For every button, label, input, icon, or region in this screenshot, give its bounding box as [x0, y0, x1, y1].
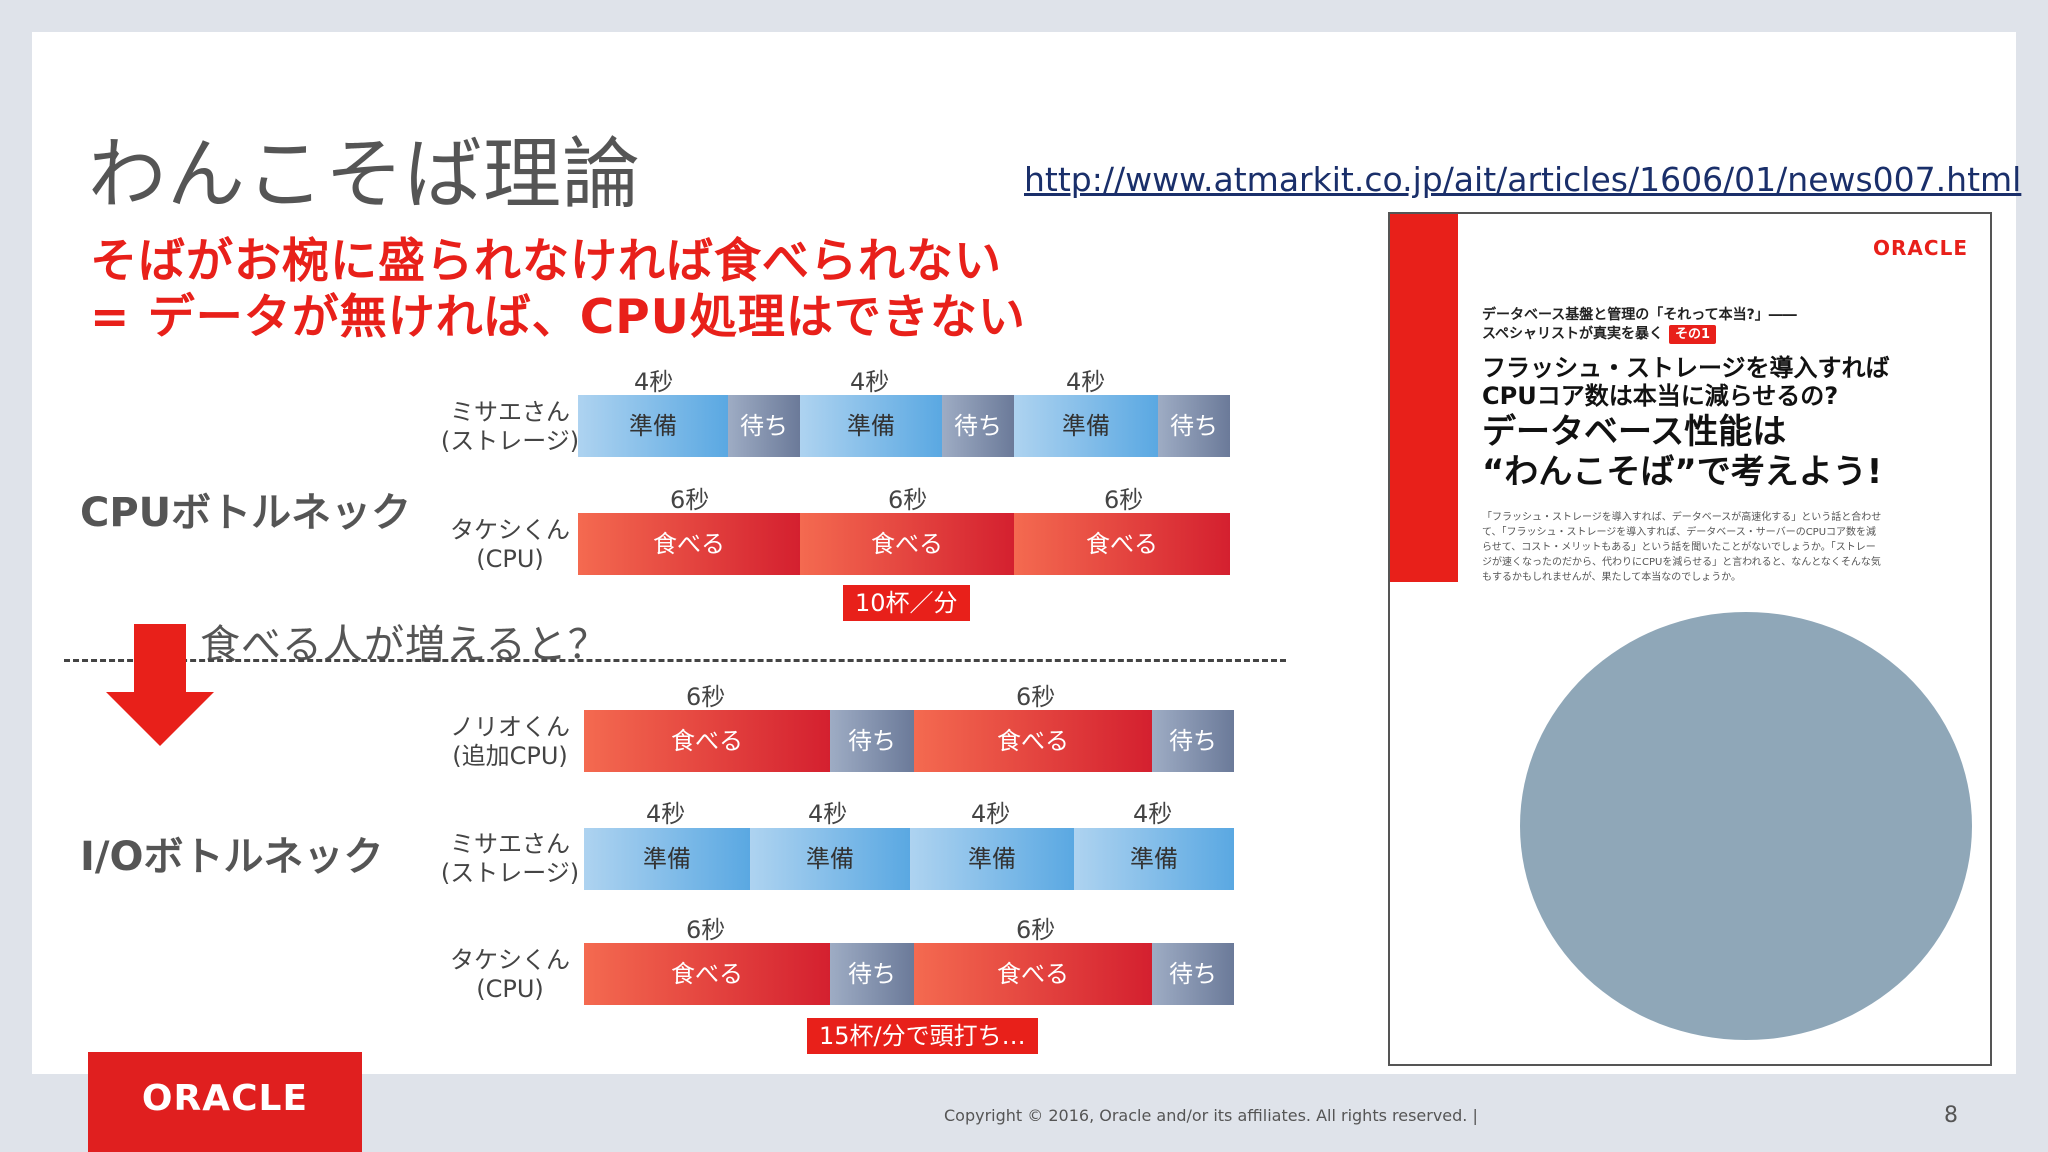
duration-label: 4秒	[1066, 368, 1106, 396]
wait-segment: 待ち	[728, 395, 800, 457]
duration-label: 4秒	[1133, 800, 1173, 828]
duration-label: 4秒	[808, 800, 848, 828]
wait-segment: 待ち	[830, 943, 914, 1005]
magazine-headline-line-4: “わんこそば”で考えよう!	[1482, 452, 1883, 492]
magazine-headline-small: フラッシュ・ストレージを導入すれば CPUコア数は本当に減らせるの?	[1482, 354, 1890, 410]
duration-label: 6秒	[888, 486, 928, 514]
row-label-name: ミサエさん	[450, 398, 570, 426]
oracle-logo: ORACLE	[141, 1078, 309, 1119]
magazine-oracle-logo: ORACLE	[1873, 236, 1968, 260]
eat-segment: 食べる	[584, 943, 830, 1005]
row-label-name: タケシくん	[450, 516, 570, 544]
row-label-name: ノリオくん	[450, 713, 570, 741]
row-label-misae-storage: ミサエさん (ストレージ)	[425, 398, 595, 456]
article-link[interactable]: http://www.atmarkit.co.jp/ait/articles/1…	[1024, 160, 2022, 199]
magazine-badge: その1	[1669, 325, 1717, 344]
prep-segment: 準備	[1074, 828, 1234, 890]
wait-segment: 待ち	[1152, 710, 1234, 772]
eat-segment: 食べる	[584, 710, 830, 772]
io-bottleneck-label: I/Oボトルネック	[80, 834, 384, 880]
duration-label: 6秒	[670, 486, 710, 514]
duration-label: 6秒	[1104, 486, 1144, 514]
row-label-role: (CPU)	[476, 545, 544, 573]
duration-label: 6秒	[686, 683, 726, 711]
row-label-takeshi-cpu-2: タケシくん (CPU)	[425, 946, 595, 1004]
prep-segment: 準備	[578, 395, 728, 457]
magazine-kicker-line-2: スペシャリストが真実を暴くその1	[1482, 325, 1797, 344]
eat-segment: 食べる	[914, 943, 1152, 1005]
wait-segment: 待ち	[1152, 943, 1234, 1005]
cpu-bottleneck-label: CPUボトルネック	[80, 490, 412, 536]
magazine-kicker-text: スペシャリストが真実を暴く	[1482, 326, 1664, 342]
row-label-takeshi-cpu: タケシくん (CPU)	[425, 516, 595, 574]
duration-label: 6秒	[1016, 916, 1056, 944]
duration-label: 4秒	[971, 800, 1011, 828]
prep-segment: 準備	[750, 828, 910, 890]
magazine-headline-large: データベース性能は “わんこそば”で考えよう!	[1482, 412, 1882, 492]
magazine-kicker: データベース基盤と管理の「それって本当?」―― スペシャリストが真実を暴くその1	[1482, 306, 1797, 344]
slide-title: わんこそば理論	[88, 130, 642, 220]
prep-segment: 準備	[584, 828, 750, 890]
row-label-name: ミサエさん	[450, 830, 570, 858]
eat-segment: 食べる	[800, 513, 1014, 575]
rate-badge-cpu: 10杯／分	[843, 585, 970, 621]
row-label-role: (ストレージ)	[440, 427, 580, 455]
magazine-kicker-line-1: データベース基盤と管理の「それって本当?」――	[1482, 307, 1797, 323]
row-label-name: タケシくん	[450, 946, 570, 974]
prep-segment: 準備	[800, 395, 942, 457]
eat-segment: 食べる	[914, 710, 1152, 772]
magazine-headline-line-1: フラッシュ・ストレージを導入すれば	[1482, 354, 1890, 382]
eat-segment: 食べる	[1014, 513, 1230, 575]
down-arrow-icon	[106, 624, 214, 746]
oracle-logo-box: ORACLE	[88, 1052, 362, 1152]
page-number: 8	[1944, 1103, 1958, 1128]
duration-label: 6秒	[686, 916, 726, 944]
magazine-headline-line-3: データベース性能は	[1482, 412, 1787, 452]
magazine-body-text: 「フラッシュ・ストレージを導入すれば、データベースが高速化する」という話と合わせ…	[1482, 512, 1882, 583]
row-label-misae-storage-2: ミサエさん (ストレージ)	[425, 830, 595, 888]
wait-segment: 待ち	[830, 710, 914, 772]
wait-segment: 待ち	[1158, 395, 1230, 457]
headline-line-2: = データが無ければ、CPU処理はできない	[90, 290, 1026, 345]
row-label-role: (ストレージ)	[440, 859, 580, 887]
prep-segment: 準備	[910, 828, 1074, 890]
article-thumbnail: ORACLE データベース基盤と管理の「それって本当?」―― スペシャリストが真…	[1388, 212, 1992, 1066]
eat-segment: 食べる	[578, 513, 800, 575]
prep-segment: 準備	[1014, 395, 1158, 457]
magazine-circle-graphic	[1520, 612, 1972, 1040]
duration-label: 4秒	[634, 368, 674, 396]
headline-line-1: そばがお椀に盛られなければ食べられない	[90, 234, 1002, 289]
magazine-red-bar	[1390, 214, 1458, 582]
rate-badge-io: 15杯/分で頭打ち…	[807, 1018, 1038, 1054]
row-label-norio-added-cpu: ノリオくん (追加CPU)	[425, 713, 595, 771]
duration-label: 4秒	[850, 368, 890, 396]
wait-segment: 待ち	[942, 395, 1014, 457]
row-label-role: (CPU)	[476, 975, 544, 1003]
copyright-text: Copyright © 2016, Oracle and/or its affi…	[944, 1106, 1478, 1125]
magazine-headline-line-2: CPUコア数は本当に減らせるの?	[1482, 382, 1839, 410]
duration-label: 6秒	[1016, 683, 1056, 711]
duration-label: 4秒	[646, 800, 686, 828]
row-label-role: (追加CPU)	[452, 742, 568, 770]
section-divider	[64, 659, 1286, 662]
